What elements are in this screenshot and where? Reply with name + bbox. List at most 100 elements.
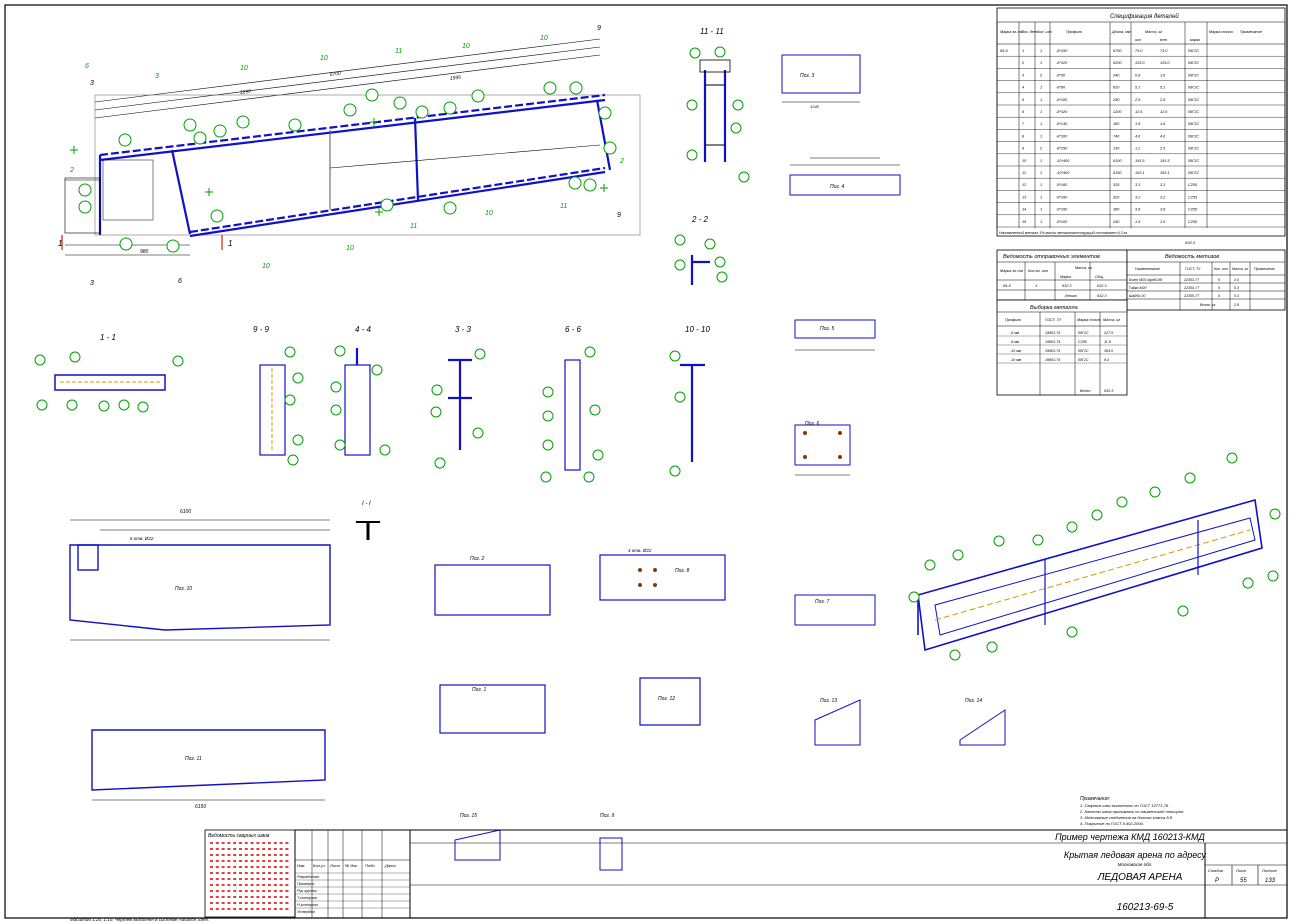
bolt-cell: Болт М20-6gx60.88: [1129, 278, 1162, 282]
spec-cell: 1.2: [1135, 147, 1141, 151]
spec-cell: 6150: [1113, 171, 1122, 175]
spec-cell: 3.3: [1135, 183, 1141, 187]
spec-cell: -8*150: [1056, 147, 1068, 151]
footer-text: Масштаб 1:20, 1:10. Чертеж выполнен в си…: [70, 917, 209, 922]
spec-header: Поз. дет.: [1021, 30, 1038, 34]
spec-cell: 5.1: [1135, 86, 1140, 90]
spec-cell: 240: [1112, 73, 1120, 77]
bolt-header: Наименование: [1135, 267, 1160, 271]
steel-cell: 19903-74: [1045, 340, 1060, 344]
spec-cell: 191.5: [1160, 159, 1170, 163]
svg-text:3: 3: [155, 73, 159, 80]
note-4: 4. Покрытие по ГОСТ 9.402-2004.: [1080, 821, 1144, 826]
sheet-value: 55: [1240, 878, 1247, 884]
stamp-title: Ведомость сварных швов: [208, 833, 270, 839]
spec-cell: 09Г2С: [1188, 171, 1199, 175]
role-label: Т.контроль: [297, 896, 317, 900]
role-label: Проверил: [297, 882, 315, 886]
svg-text:10: 10: [540, 35, 548, 42]
spec-cell: 740: [1113, 134, 1120, 138]
part-2-label: Поз. 2: [470, 556, 484, 562]
title-block: Пример чертежа КМД 160213-КМД Крытая лед…: [294, 829, 1288, 919]
svg-text:10: 10: [462, 43, 470, 50]
spec-header: Длина, мм: [1111, 30, 1131, 34]
spec-cell: 3.8: [1160, 208, 1166, 212]
steel-cell: 09Г2С: [1078, 349, 1089, 353]
spec-cell: 3.2: [1135, 195, 1141, 199]
elem-cell: 632.3: [1062, 284, 1072, 288]
spec-cell: -8*50: [1056, 73, 1066, 77]
bolt-cell: 0.3: [1234, 286, 1239, 290]
elem-cell: 632.3: [1097, 284, 1107, 288]
steel-cell: -10 мм: [1010, 358, 1022, 362]
part-12-label: Поз. 12: [658, 696, 675, 702]
elem-total: 632.3: [1097, 294, 1107, 298]
spec-cell: 3.2: [1160, 195, 1166, 199]
spec-cell: 1: [1040, 134, 1042, 138]
spec-header: Профиль: [1066, 30, 1082, 34]
spec-cell: 1: [1040, 220, 1042, 224]
element-table: Ведомость отправочных элементов Марка эл…: [996, 249, 1128, 301]
drawing-code: Пример чертежа КМД 160213-КМД: [1055, 832, 1205, 842]
spec-cell: 320: [1113, 195, 1120, 199]
spec-header: Кол. шт: [1037, 30, 1052, 34]
spec-cell: -8*100: [1056, 220, 1068, 224]
plate-10: Поз. 10 6100 6 отв. Ø22: [69, 509, 331, 641]
spec-mass-sub: шт: [1135, 38, 1141, 42]
part-9-label: Поз. 9: [600, 813, 614, 819]
spec-cell: 9: [1022, 147, 1025, 151]
spec-cell: 6: [1022, 110, 1025, 114]
dim-d3: 1290: [240, 89, 252, 96]
spec-cell: 325: [1113, 183, 1120, 187]
spec-title: Спецификация деталей: [1110, 13, 1179, 20]
part-5-label: Поз. 5: [820, 326, 834, 332]
elem-header: Марка эл-та: [1000, 269, 1023, 273]
part-10-label: Поз. 10: [175, 586, 192, 592]
spec-cell: 15: [1022, 220, 1027, 224]
spec-cell: 5: [1022, 98, 1025, 102]
svg-text:11: 11: [395, 48, 402, 55]
dim-d4: 980: [140, 249, 149, 255]
section-I-title: I - I: [362, 501, 371, 507]
steel-cell: С255: [1078, 340, 1087, 344]
svg-text:6: 6: [85, 63, 89, 70]
spec-cell: 10: [1022, 159, 1027, 163]
section-4: 4 - 4: [330, 325, 391, 456]
spec-cell: С255: [1188, 220, 1198, 224]
spec-cell: 1: [1040, 171, 1042, 175]
spec-cell: 193.1: [1160, 171, 1170, 175]
spec-cell: 130: [1113, 147, 1120, 151]
svg-text:1: 1: [228, 239, 232, 248]
spec-cell: 09Г2С: [1188, 147, 1199, 151]
spec-cell: 240: [1112, 220, 1120, 224]
bolt-cell: 5: [1218, 278, 1220, 282]
plate-9: Поз. 9: [599, 813, 623, 871]
stage-value: Р: [1215, 878, 1219, 884]
spec-cell: 1: [1040, 208, 1042, 212]
steel-cell: -8 мм: [1010, 340, 1020, 344]
section-1: 1 - 1: [34, 333, 184, 413]
elem-total-label: Итого: [1065, 294, 1077, 298]
spec-cell: 1: [1040, 183, 1042, 187]
spec-cell: -8*320: [1056, 110, 1068, 114]
spec-cell: 4.6: [1135, 134, 1141, 138]
elem-cell: 1: [1035, 284, 1037, 288]
steel-cell: 11.8: [1104, 340, 1111, 344]
section-6-title: 6 - 6: [565, 325, 582, 334]
plate-15: Поз. 15: [454, 813, 501, 861]
spec-cell: 7: [1022, 122, 1025, 126]
spec-cell: 1200: [1113, 110, 1122, 114]
spec-mass-sub: марки: [1190, 38, 1200, 42]
notes: Примечания: 1. Сварные швы выполнять по …: [1079, 796, 1184, 826]
steel-total: 632.3: [1104, 389, 1114, 393]
svg-text:10: 10: [346, 245, 354, 252]
steel-cell: 384.6: [1104, 349, 1113, 353]
bolt-total-label: Всего, кг: [1200, 303, 1216, 307]
spec-cell: С255: [1188, 183, 1198, 187]
bolt-cell: 5: [1218, 294, 1220, 298]
object-sub: Московская обл.: [1118, 862, 1153, 867]
spec-cell: -8*160: [1056, 183, 1068, 187]
spec-cell: 1: [1040, 49, 1042, 53]
plate-8-holes: 4 отв. Ø22: [628, 548, 652, 553]
